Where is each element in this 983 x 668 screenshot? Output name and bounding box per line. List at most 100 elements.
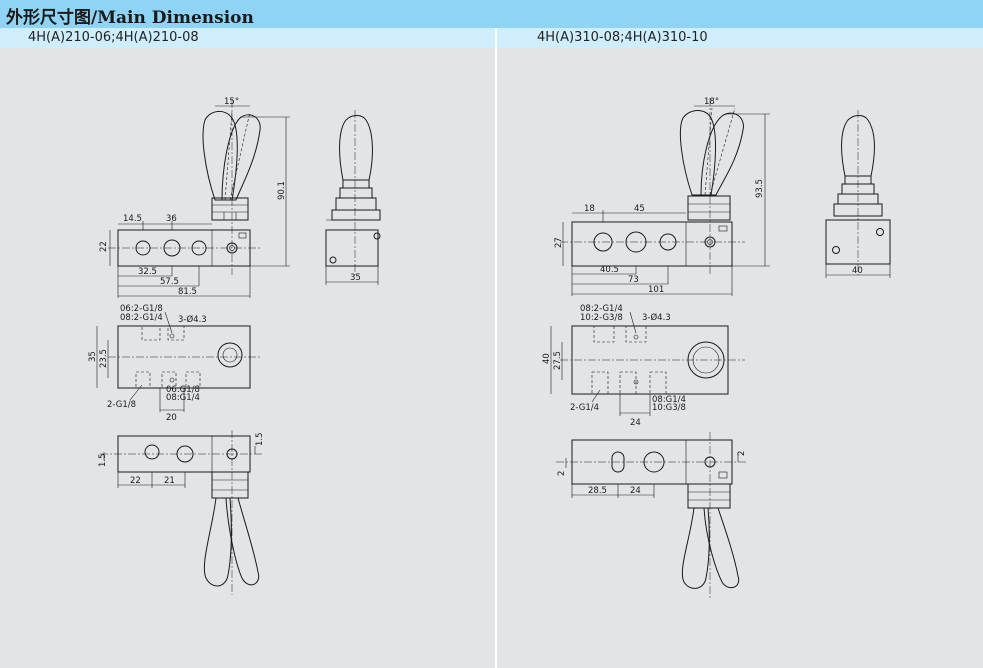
bottom-lever-base [211,471,249,499]
dim-73: 73 [628,275,639,285]
hole-mark [169,333,175,339]
dim-angle: 18° [704,97,719,107]
dim-side-40: 40 [852,266,863,276]
dim-height: 93.5 [755,179,765,198]
body-slot [718,225,728,232]
right-front-view: 18° 93.5 18 45 27 40.5 73 101 [554,97,770,296]
dim-bottom-2b: 2 [737,451,747,456]
bottom-port [144,444,160,460]
left-top-view: 06:2-G1/8 08:2-G1/4 3-Ø4.3 35 23.5 2-G1/… [88,304,262,423]
lever-outline-2 [221,114,261,201]
top-big-circle [217,342,243,368]
dim-32-5: 32.5 [138,267,157,277]
port-label-a1: 08:2-G1/4 [580,304,623,314]
dim-bottom-1-5b: 1.5 [255,432,265,446]
dim-bottom-2a: 2 [557,471,567,476]
left-bottom-view: 1.5 1.5 22 21 [98,430,265,595]
dim-top-40: 40 [542,353,552,364]
bottom-lever-1 [203,497,232,587]
body-slot [718,471,728,479]
hole-label: 3-Ø4.3 [642,312,671,323]
leader-line [629,311,637,334]
dim-bottom-21: 21 [164,476,175,486]
hole-mark [633,379,639,385]
dim-45: 45 [634,204,645,214]
leader-line [591,389,601,403]
right-side-view: 40 [825,110,891,278]
dim-14-5: 14.5 [123,214,142,224]
top-big-circle-inner [222,347,238,363]
dim-36: 36 [166,214,177,224]
hole-mark [169,377,175,383]
leader-line [129,384,143,401]
right-model-label: 4H(A)310-08;4H(A)310-10 [537,30,708,45]
dim-40-5: 40.5 [600,265,619,275]
dim-bottom-24: 24 [630,486,641,496]
page-title: 外形尺寸图/Main Dimension [6,8,254,28]
right-model-row: 4H(A)310-08;4H(A)310-10 [497,28,983,48]
dim-18: 18 [584,204,595,214]
left-drawing-panel [0,48,495,668]
hidden-port [161,371,177,389]
bottom-lever-base [687,483,731,509]
dim-81-5: 81.5 [178,287,197,297]
lever-axis-2 [229,111,251,201]
side-lever-ring [331,209,381,221]
side-lever [841,115,875,177]
dim-101: 101 [648,285,664,295]
body-slot [238,232,247,239]
bottom-lever-1 [681,507,710,589]
side-screw [373,232,381,240]
port-label-c1: 06:G1/8 [166,385,200,395]
port-label-a2: 10:2-G3/8 [580,313,623,323]
dim-bottom-1-5a: 1.5 [98,453,108,467]
dim-22: 22 [99,241,109,252]
port-label-a1: 06:2-G1/8 [120,304,163,314]
dim-top-23-5: 23.5 [99,349,109,368]
bottom-lever-2 [703,507,740,589]
port-label-a2: 08:2-G1/4 [120,313,163,323]
dim-angle: 15° [224,97,239,107]
hidden-port [625,325,647,343]
port-label-b: 2-G1/8 [107,400,136,410]
side-lever-ring [339,187,373,199]
port-label-c1: 08:G1/4 [652,395,686,405]
side-screw [329,256,337,264]
side-body [325,229,379,267]
left-front-view: 15° 90.1 14.5 36 22 32.5 57.5 81.5 [99,97,290,298]
hidden-port [167,325,185,341]
dim-57-5: 57.5 [160,277,179,287]
side-lever-ring [342,179,370,189]
dim-bottom-28-5: 28.5 [588,486,607,496]
dim-20: 20 [166,413,177,423]
hole-mark [633,334,639,340]
panel-divider [495,28,497,668]
lever-axis-2 [709,107,736,196]
lever-outline-1 [679,110,717,196]
side-screw [876,228,884,236]
hidden-port [591,371,609,395]
port-label-c2: 08:G1/4 [166,393,200,403]
dim-27: 27 [554,237,564,248]
hidden-port [649,371,667,395]
dim-24: 24 [630,418,641,428]
right-top-view: 08:2-G1/4 10:2-G3/8 3-Ø4.3 40 27.5 2-G1/… [542,304,745,428]
valve-body [571,221,733,267]
hidden-port [619,371,637,395]
left-model-label: 4H(A)210-06;4H(A)210-08 [28,30,199,45]
lever-axis-1 [704,107,713,196]
side-lever-ring [335,197,377,211]
lever-base [687,195,731,221]
lever-outline-2 [700,112,744,196]
hole-label: 3-Ø4.3 [178,314,207,325]
dim-top-35: 35 [88,351,98,362]
right-bottom-view: 2 2 28.5 24 [556,432,748,598]
side-lever [339,115,373,181]
side-screw [832,246,840,254]
hidden-port [593,325,615,343]
hidden-port [141,325,161,341]
lever-outline-1 [202,111,238,201]
header-banner: 外形尺寸图/Main Dimension [0,0,983,28]
